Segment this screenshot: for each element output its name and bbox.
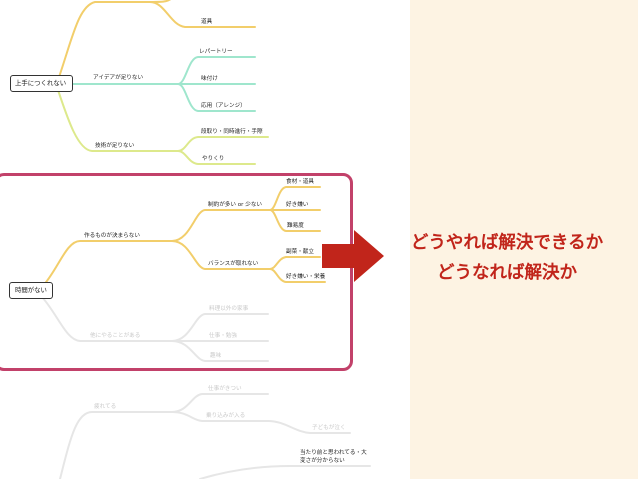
mind-map-connectors	[41, 0, 371, 479]
root-node-label: 時間がない	[15, 286, 47, 294]
connector	[171, 393, 269, 413]
connector	[177, 136, 269, 152]
leaf-node-label[interactable]: 副菜・献立	[286, 249, 314, 255]
leaf-node-label[interactable]: レパートリー	[199, 49, 233, 55]
connector	[171, 340, 269, 362]
root-node-box[interactable]	[10, 75, 73, 92]
right-panel	[410, 0, 638, 479]
connector	[59, 411, 173, 479]
connector	[269, 209, 321, 232]
connector	[57, 0, 151, 81]
connector	[171, 240, 271, 270]
caption-line-2: どうなれば解決か	[437, 263, 577, 283]
branch-node-label[interactable]: アイデアが足りない	[93, 75, 144, 81]
leaf-node-label[interactable]: 仕事・勉強	[209, 333, 237, 339]
focus-highlight-frame	[0, 173, 353, 371]
branch-node-label[interactable]: 技術が足りない	[95, 143, 135, 149]
leaf-node-label[interactable]: 好き嫌い・栄養	[286, 274, 326, 280]
leaf-node-label[interactable]: 応用（アレンジ）	[201, 103, 246, 109]
leaf-node-label[interactable]: 好き嫌い	[286, 202, 309, 208]
arrow-right-icon	[322, 230, 384, 282]
root-node-box[interactable]	[9, 282, 53, 299]
connector	[149, 1, 256, 28]
sub-branch-label[interactable]: 制約が多い or 少ない	[208, 202, 263, 208]
connector	[177, 150, 256, 165]
leaf-node-label[interactable]: 料理以外の家事	[209, 306, 249, 312]
leaf-node-label[interactable]: 道具	[201, 19, 213, 25]
connector	[269, 268, 326, 283]
leaf-node-label[interactable]: 食材・道具	[286, 179, 314, 185]
connector	[41, 296, 173, 342]
connector	[171, 411, 269, 422]
connector	[149, 0, 172, 3]
connector	[171, 209, 271, 242]
connector	[41, 240, 173, 288]
sub-branch-label[interactable]: バランスが取れない	[208, 261, 259, 267]
branch-node-label[interactable]: 他にやることがある	[90, 333, 141, 339]
connector	[199, 465, 371, 479]
leaf-node-label[interactable]: 仕事がきつい	[208, 386, 242, 392]
branch-node-label[interactable]: 作るものが決まらない	[84, 233, 140, 239]
branch-node-label[interactable]: 疲れてる	[94, 404, 117, 410]
connector	[267, 420, 351, 434]
caption-line-1: どうやれば解決できるか	[410, 233, 604, 253]
connector	[177, 83, 256, 112]
leaf-node-label[interactable]: 趣味	[210, 353, 222, 359]
connector	[57, 89, 179, 152]
leaf-node-label[interactable]: 乗り込みが入る	[206, 413, 246, 419]
leaf-node-label[interactable]: 難易度	[287, 223, 304, 229]
leaf-node-label[interactable]: 段取り・同時進行・手際	[201, 129, 263, 135]
leaf-node-label[interactable]: 当たり前と思われてる・大変さが分からない	[300, 450, 367, 464]
leaf-node-label[interactable]: やりくり	[202, 156, 225, 162]
leaf-node-label[interactable]: 味付け	[201, 76, 218, 82]
root-node-label: 上手につくれない	[15, 79, 67, 87]
leaf-node-label[interactable]: 子どもが泣く	[312, 425, 346, 431]
